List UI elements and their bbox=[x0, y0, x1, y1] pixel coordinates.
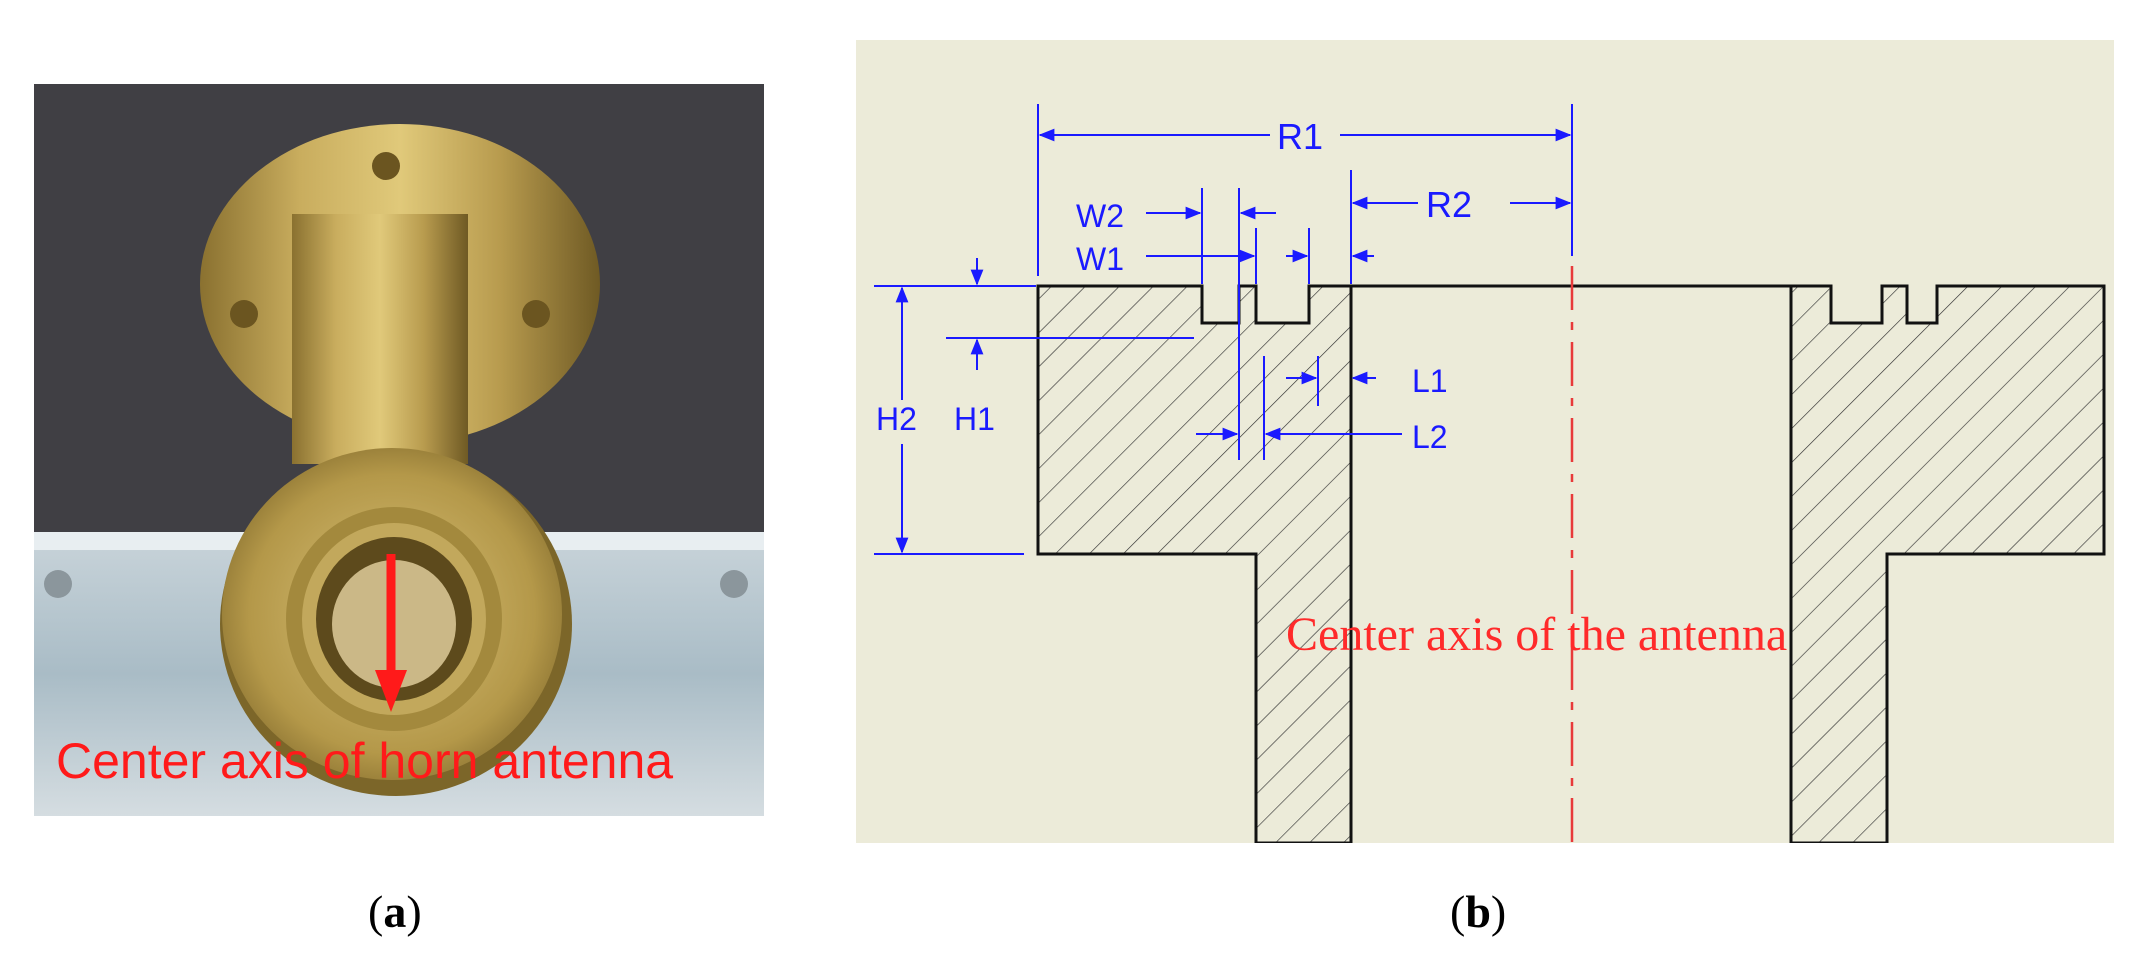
caption-a-close: ) bbox=[406, 886, 422, 937]
flange-screw bbox=[372, 152, 400, 180]
dim-label-r2: R2 bbox=[1426, 184, 1472, 225]
dim-label-l2: L2 bbox=[1412, 419, 1448, 455]
caption-b-close: ) bbox=[1490, 886, 1507, 937]
down-arrow-icon bbox=[375, 670, 407, 712]
screw-hole-left bbox=[44, 570, 72, 598]
dim-label-w2: W2 bbox=[1076, 198, 1124, 234]
caption-b: (b) bbox=[1450, 885, 1506, 938]
dim-label-h1: H1 bbox=[954, 401, 995, 437]
caption-a-letter: a bbox=[383, 886, 407, 937]
dim-label-h2: H2 bbox=[876, 401, 917, 437]
horn-axis-label: Center axis of horn antenna bbox=[56, 733, 673, 789]
caption-a-open: ( bbox=[368, 886, 384, 937]
dim-label-r1: R1 bbox=[1277, 116, 1323, 157]
center-axis-label: Center axis of the antenna bbox=[1286, 608, 1787, 661]
cross-section-drawing: Center axis of the antenna R1 R2 W2 W1 H… bbox=[856, 40, 2114, 843]
dim-label-l1: L1 bbox=[1412, 363, 1448, 399]
flange-screw bbox=[230, 300, 258, 328]
caption-b-letter: b bbox=[1465, 886, 1491, 937]
horn-antenna-photo: Center axis of horn antenna bbox=[34, 84, 764, 816]
screw-hole-right bbox=[720, 570, 748, 598]
right-section bbox=[1789, 284, 2106, 843]
flange-screw bbox=[522, 300, 550, 328]
caption-a: (a) bbox=[368, 885, 422, 938]
dim-label-w1: W1 bbox=[1076, 241, 1124, 277]
caption-b-open: ( bbox=[1450, 886, 1466, 937]
left-section bbox=[1036, 284, 1353, 843]
